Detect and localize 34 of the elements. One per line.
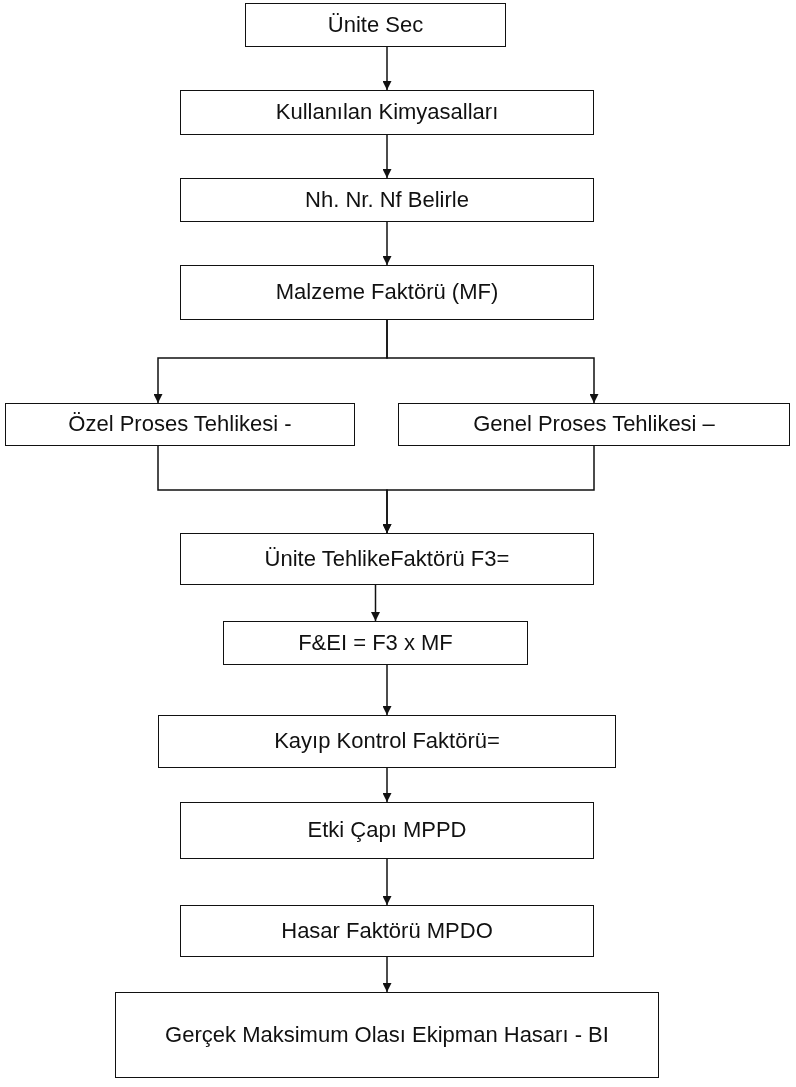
process-box	[223, 621, 528, 665]
box-label: Özel Proses Tehlikesi -	[67, 410, 293, 439]
box-label: Ünite Sec	[326, 10, 425, 39]
process-box	[398, 403, 790, 446]
arrow	[382, 858, 392, 906]
box-label: Gerçek Maksimum Olası Ekipman Hasarı - BI	[164, 1020, 610, 1049]
box-label: Malzeme Faktörü (MF)	[274, 278, 500, 307]
arrow	[382, 134, 392, 179]
arrow	[382, 221, 392, 266]
arrow	[386, 319, 599, 404]
process-box	[180, 533, 594, 585]
process-box	[158, 715, 616, 768]
arrow	[382, 664, 392, 716]
arrow	[382, 956, 392, 993]
box-label: F&EI = F3 x MF	[297, 628, 454, 657]
box-label: Ünite TehlikeFaktörü F3=	[263, 544, 511, 573]
arrow	[382, 445, 595, 534]
box-label: Hasar Faktörü MPDO	[280, 916, 494, 945]
box-label: Kayıp Kontrol Faktörü=	[273, 727, 501, 756]
box-label: Etki Çapı MPPD	[306, 816, 468, 845]
process-box	[5, 403, 355, 446]
process-box	[180, 178, 594, 222]
arrow	[371, 584, 380, 622]
process-box	[180, 265, 594, 320]
arrow	[382, 767, 392, 803]
process-box	[180, 90, 594, 135]
arrow	[382, 46, 392, 91]
box-label: Kullanılan Kimyasalları	[274, 98, 500, 127]
process-box	[180, 905, 594, 957]
process-box	[245, 3, 506, 47]
box-label: Nh. Nr. Nf Belirle	[304, 185, 470, 214]
box-label: Genel Proses Tehlikesi –	[472, 410, 716, 439]
process-box	[115, 992, 659, 1078]
process-box	[180, 802, 594, 859]
